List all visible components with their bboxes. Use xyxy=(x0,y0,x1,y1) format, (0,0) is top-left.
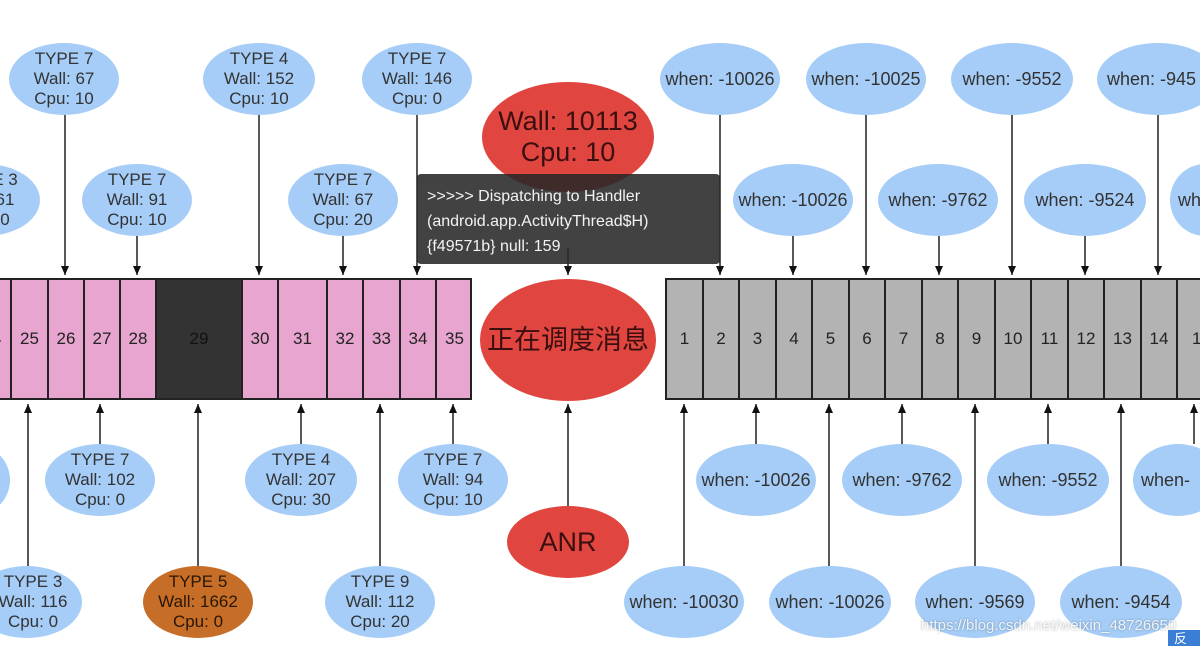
watermark: https://blog.csdn.net/weixin_48726650 xyxy=(921,617,1177,634)
pending-cell: 5 xyxy=(811,280,848,398)
history-cell: 34 xyxy=(399,280,435,398)
pending-cell: 15 xyxy=(1176,280,1200,398)
pending-cell: 11 xyxy=(1030,280,1067,398)
history-cell: 32 xyxy=(326,280,362,398)
pending-when-ellipse: when: -9552 xyxy=(987,444,1109,516)
pending-cell: 10 xyxy=(994,280,1030,398)
history-cell: 28 xyxy=(119,280,155,398)
tooltip-line: (android.app.ActivityThread$H) xyxy=(427,213,649,230)
history-cell: 25 xyxy=(10,280,47,398)
pending-cell: 6 xyxy=(848,280,884,398)
pending-when-ellipse: when: -9454 xyxy=(1060,566,1182,638)
history-cell: 35 xyxy=(435,280,472,398)
pending-when-ellipse: when: -10026 xyxy=(696,444,816,516)
pending-cell: 12 xyxy=(1067,280,1103,398)
bar-end xyxy=(470,280,472,398)
pending-cell: 13 xyxy=(1103,280,1140,398)
pending-cell: 4 xyxy=(775,280,811,398)
pending-when-ellipse: when: -9569 xyxy=(915,566,1035,638)
pending-cell: 1 xyxy=(665,280,702,398)
dispatching-ellipse: 正在调度消息 xyxy=(480,279,656,401)
pending-when-ellipse: when: -945 xyxy=(1097,43,1200,115)
pending-when-ellipse: when: -10026 xyxy=(660,43,780,115)
pending-when-ellipse: wh xyxy=(1170,164,1200,236)
history-cell: 33 xyxy=(362,280,399,398)
history-cell: 30 xyxy=(241,280,277,398)
anr-ellipse: ANR xyxy=(507,506,629,578)
pending-when-ellipse: when: -10030 xyxy=(624,566,744,638)
pending-when-ellipse: when: -9524 xyxy=(1024,164,1146,236)
history-cell: 26 xyxy=(47,280,83,398)
history-message-bar: 24 25 26 27 28 29 30 31 32 33 34 35 xyxy=(0,278,472,400)
pending-when-ellipse: when: -9552 xyxy=(951,43,1073,115)
pending-cell: 14 xyxy=(1140,280,1176,398)
pending-cell: 8 xyxy=(921,280,957,398)
pending-when-ellipse: when: -10026 xyxy=(733,164,853,236)
pending-when-ellipse: when- xyxy=(1133,444,1200,516)
pending-message-bar: 1 2 3 4 5 6 7 8 9 10 11 12 13 14 15 xyxy=(665,278,1200,400)
history-cell: 31 xyxy=(277,280,326,398)
tooltip-line: {f49571b} null: 159 xyxy=(427,238,561,255)
pending-cell: 9 xyxy=(957,280,994,398)
pending-cell: 3 xyxy=(738,280,775,398)
pending-when-ellipse: when: -10026 xyxy=(769,566,891,638)
pending-cell: 2 xyxy=(702,280,738,398)
pending-when-ellipse: when: -10025 xyxy=(806,43,926,115)
history-cell: 24 xyxy=(0,280,10,398)
pending-when-ellipse: when: -9762 xyxy=(842,444,962,516)
dispatch-tooltip: >>>>> Dispatching to Handler (android.ap… xyxy=(417,174,720,264)
message-ellipse xyxy=(0,444,10,516)
history-cell-long: 29 xyxy=(155,280,241,398)
pending-cell: 7 xyxy=(884,280,921,398)
corner-button[interactable]: 反 xyxy=(1168,630,1200,646)
history-cell: 27 xyxy=(83,280,119,398)
pending-when-ellipse: when: -9762 xyxy=(878,164,998,236)
tooltip-line: >>>>> Dispatching to Handler xyxy=(427,188,641,205)
